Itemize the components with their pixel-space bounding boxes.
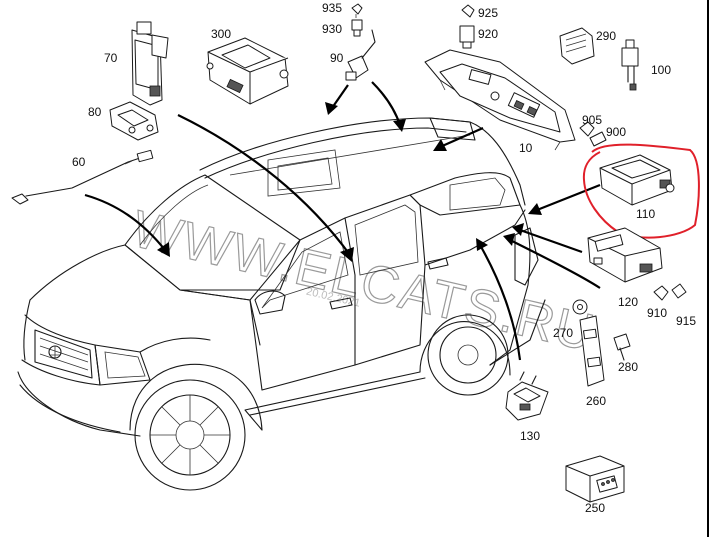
label-900: 900 [606,125,626,139]
part-60-cable [11,149,154,205]
label-910: 910 [647,306,667,320]
label-130: 130 [520,429,540,443]
label-10: 10 [519,141,533,155]
label-90: 90 [330,51,344,65]
part-900-clip [589,131,607,147]
label-80: 80 [88,105,102,119]
vehicle-outline [17,117,546,491]
part-110-control-unit [599,154,675,206]
pointer-arrows [84,81,601,361]
label-925: 925 [478,6,498,20]
part-90-sensor [345,29,376,81]
frame-edge [707,0,709,537]
label-260: 260 [586,394,606,408]
label-70: 70 [104,51,118,65]
label-270: 270 [553,326,573,340]
part-930-plug [351,19,363,37]
part-250-control-box [565,455,625,503]
label-930: 930 [322,22,342,36]
part-910-clip [653,285,669,301]
label-915: 915 [676,314,696,328]
part-915-clip [671,283,687,299]
part-130-sensor [505,371,549,421]
label-120: 120 [618,295,638,309]
label-905: 905 [582,113,602,127]
part-920-plug [459,25,475,49]
part-70-sensor [131,21,169,106]
part-10-overhead-panel [424,49,576,151]
label-290: 290 [596,29,616,43]
part-280-bolt [613,333,631,361]
part-935-clip [351,3,363,18]
part-260-bracket [579,315,605,387]
label-920: 920 [478,27,498,41]
label-100: 100 [651,63,671,77]
part-100-relay [621,39,639,91]
part-925-clip [461,4,475,18]
part-300-control-unit [206,37,289,105]
part-120-module [587,227,663,283]
part-labels: 70 300 80 60 935 930 90 925 920 10 290 1… [72,1,696,515]
label-280: 280 [618,360,638,374]
label-250: 250 [585,501,605,515]
label-60: 60 [72,155,86,169]
label-110: 110 [636,207,655,221]
part-80-bracket [109,101,159,141]
label-935: 935 [322,1,342,15]
part-270-washer [572,299,588,315]
part-290-connector [559,27,595,65]
part-905-clip [579,121,595,137]
highlight-circle [582,143,700,239]
label-300: 300 [211,27,231,41]
